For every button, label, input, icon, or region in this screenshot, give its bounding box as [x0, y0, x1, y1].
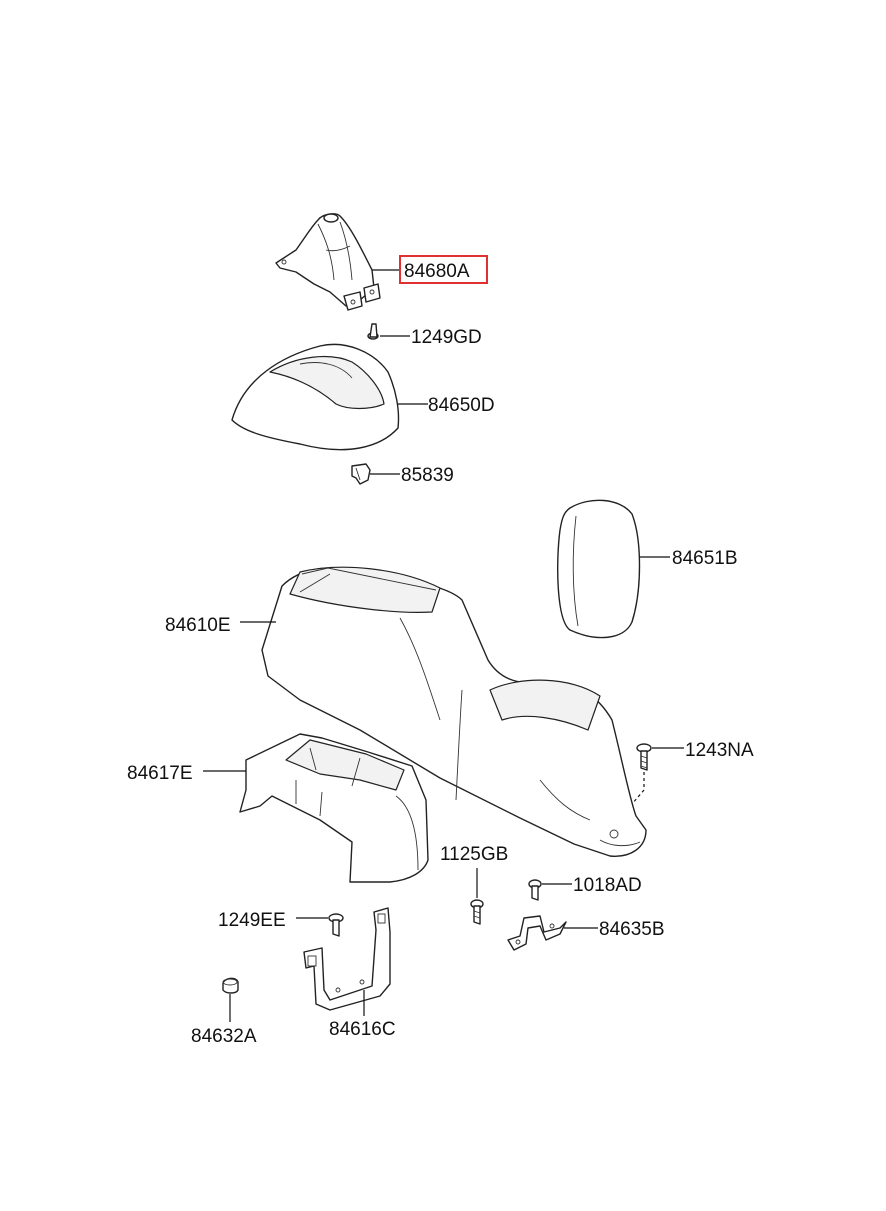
- rear-panel-part[interactable]: [239, 733, 429, 883]
- callout-84635B[interactable]: 84635B: [599, 919, 665, 940]
- callout-84650D[interactable]: 84650D: [428, 395, 495, 416]
- callout-84680A[interactable]: 84680A: [404, 261, 470, 282]
- callout-85839[interactable]: 85839: [401, 465, 454, 486]
- callout-84610E[interactable]: 84610E: [165, 615, 231, 636]
- callout-84617E[interactable]: 84617E: [127, 763, 193, 784]
- bolt-1125gb-part[interactable]: [470, 899, 484, 925]
- gear-boot-part[interactable]: [275, 213, 381, 311]
- bolt-1018ad-part[interactable]: [528, 879, 542, 901]
- armrest-pad-part[interactable]: [557, 499, 641, 639]
- console-body-part[interactable]: [261, 566, 647, 857]
- large-bracket-part[interactable]: [303, 907, 391, 1011]
- plug-part[interactable]: [222, 977, 239, 994]
- screw-1249gd-part[interactable]: [367, 323, 379, 340]
- shift-cover-part[interactable]: [231, 343, 400, 451]
- callout-84632A[interactable]: 84632A: [191, 1026, 257, 1047]
- callout-1249EE[interactable]: 1249EE: [218, 910, 286, 931]
- bolt-1243na-part[interactable]: [636, 743, 652, 771]
- callout-84616C[interactable]: 84616C: [329, 1019, 396, 1040]
- callout-1125GB[interactable]: 1125GB: [440, 844, 508, 865]
- screw-1249ee-part[interactable]: [328, 913, 344, 937]
- clip-part[interactable]: [351, 463, 371, 485]
- callout-1243NA[interactable]: 1243NA: [685, 740, 754, 761]
- callout-84651B[interactable]: 84651B: [672, 548, 738, 569]
- callout-1249GD[interactable]: 1249GD: [411, 327, 482, 348]
- small-bracket-part[interactable]: [507, 915, 567, 951]
- highlight-box: [399, 255, 488, 284]
- callout-1018AD[interactable]: 1018AD: [573, 875, 642, 896]
